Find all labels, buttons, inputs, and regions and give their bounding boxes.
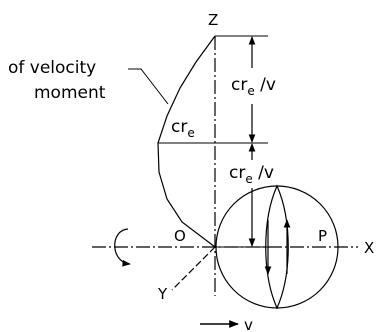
- annotation-line-1: of velocity: [8, 58, 96, 78]
- velocity-moment-curve: [157, 35, 216, 248]
- rotation-arrow: [114, 228, 131, 267]
- point-p-label: P: [318, 227, 327, 245]
- curve-radius-label: cre: [171, 117, 195, 140]
- dimension-upper-label: cre /v: [231, 75, 276, 98]
- y-axis-label: Y: [157, 285, 168, 303]
- origin-label: O: [174, 227, 186, 245]
- velocity-label: v: [244, 316, 253, 332]
- dimension-lower-label: cre /v: [229, 163, 274, 186]
- z-axis-label: Z: [208, 11, 218, 29]
- annotation-leader-line: [128, 68, 169, 105]
- annotation-line-2: moment: [34, 83, 106, 103]
- y-axis-line: [171, 246, 216, 291]
- x-axis-label: X: [364, 239, 374, 257]
